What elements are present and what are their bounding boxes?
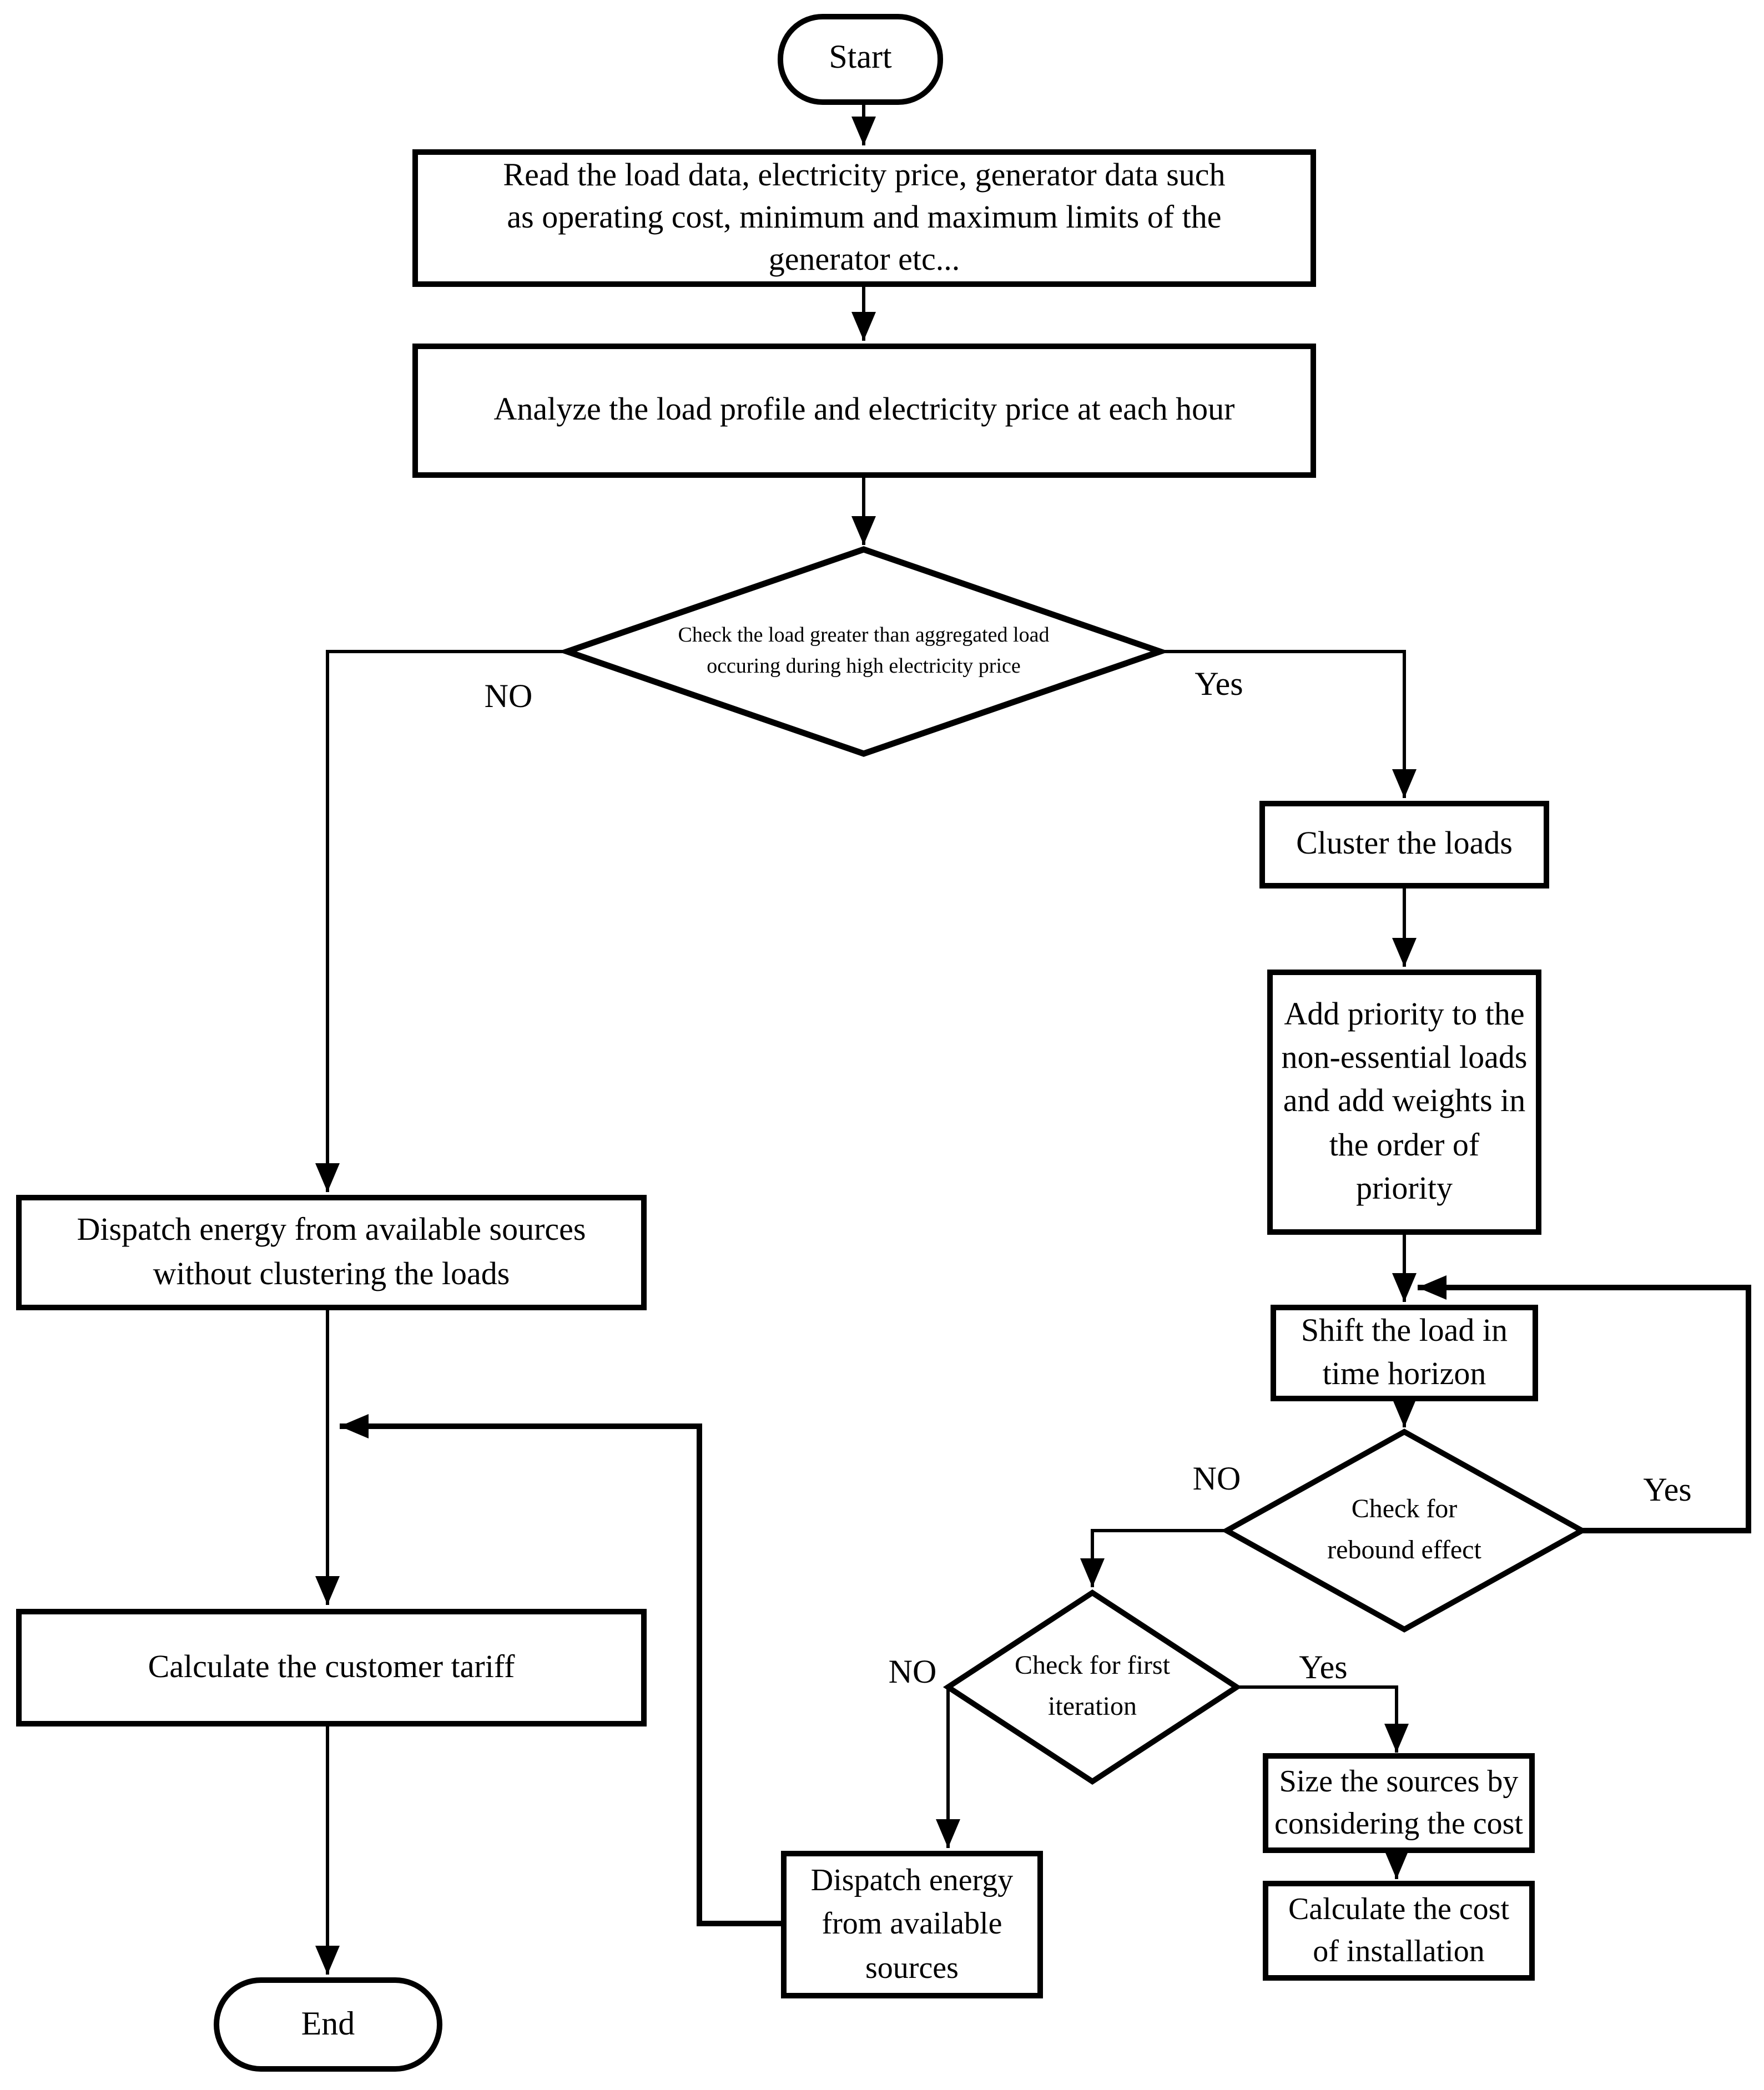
- check-first-iteration-yes-label: Yes: [1299, 1649, 1348, 1686]
- dispatch-no-clustering-box-label: Dispatch energy from available sources w…: [77, 1212, 586, 1291]
- check-rebound-decision-shape: [1221, 1428, 1588, 1633]
- check-first-iteration-decision-shape: [943, 1589, 1242, 1785]
- edge-checkload-yes-arrow: [1160, 650, 1417, 798]
- read-data-box-label: Read the load data, electricity price, g…: [503, 157, 1226, 278]
- cluster-loads-box-shape: [1259, 801, 1549, 888]
- check-first-iteration-no-label: NO: [888, 1654, 937, 1690]
- shift-load-box-label: Shift the load in time horizon: [1301, 1312, 1508, 1392]
- calc-tariff-box-label: Calculate the customer tariff: [148, 1649, 515, 1685]
- check-rebound-decision-label: Check for rebound effect: [1327, 1495, 1481, 1565]
- check-load-no-label: NO: [484, 678, 533, 715]
- start-terminator-label: Start: [829, 39, 892, 76]
- check-load-yes-label: Yes: [1195, 666, 1243, 703]
- edge-dispatch-merge-arrow: [340, 1414, 784, 1926]
- start-terminator-shape: [778, 14, 943, 105]
- end-terminator-label: End: [301, 2005, 355, 2042]
- edge-rebound-no-arrow: [1080, 1529, 1227, 1587]
- dispatch-sources-box-shape: [781, 1851, 1043, 1998]
- check-rebound-yes-label: Yes: [1643, 1472, 1692, 1508]
- calc-installation-box-shape: [1263, 1881, 1535, 1981]
- cluster-loads-box-label: Cluster the loads: [1296, 826, 1513, 862]
- analyze-box-label: Analyze the load profile and electricity…: [493, 392, 1235, 428]
- analyze-box-shape: [412, 344, 1316, 478]
- check-load-decision-shape: [558, 546, 1170, 757]
- size-sources-box-label: Size the sources by considering the cost: [1274, 1764, 1523, 1841]
- calc-tariff-box-shape: [16, 1609, 647, 1726]
- check-rebound-no-label: NO: [1192, 1461, 1241, 1497]
- edge-rebound-yes-loop-arrow: [1418, 1275, 1751, 1533]
- dispatch-sources-box-label: Dispatch energy from available sources: [810, 1864, 1014, 1986]
- add-priority-box-shape: [1267, 970, 1541, 1235]
- add-priority-box-label: Add priority to the non-essential loads …: [1281, 997, 1528, 1206]
- check-first-iteration-decision-label: Check for first iteration: [1015, 1651, 1170, 1722]
- edge-checkload-no-arrow: [315, 650, 567, 1192]
- size-sources-box-shape: [1263, 1753, 1535, 1853]
- check-load-decision-label: Check the load greater than aggregated l…: [678, 624, 1050, 678]
- calc-installation-box-label: Calculate the cost of installation: [1288, 1892, 1510, 1968]
- read-data-box-shape: [412, 149, 1316, 287]
- edge-iteration-yes-arrow: [1237, 1685, 1409, 1753]
- dispatch-no-clustering-box-shape: [16, 1195, 647, 1310]
- shift-load-box-shape: [1271, 1305, 1538, 1401]
- end-terminator-shape: [214, 1977, 442, 2072]
